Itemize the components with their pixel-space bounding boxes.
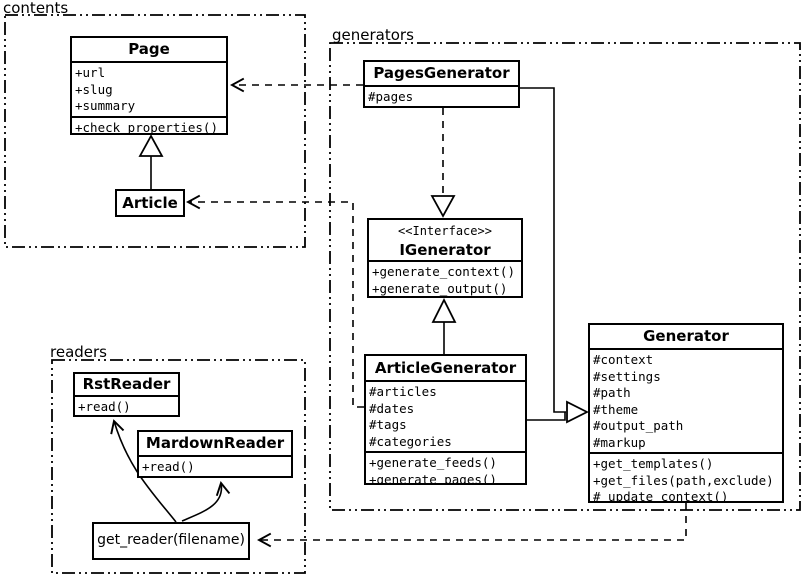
inheritance-triangle-generator [566,400,590,424]
methods-compartment-rstreader: +read() [75,395,178,415]
method: +generate_context() [372,264,515,279]
methods-compartment-mardownreader: +read() [139,455,291,476]
attribute: +url [75,65,106,80]
method: +get_files(path,exclude) [593,472,774,488]
class-box-page: Page +url +slug +summary +check_properti… [70,36,228,135]
generators-package-label: generators [332,26,414,44]
class-title-mardownreader: MardownReader [145,434,285,452]
edge-articlegenerator-to-article [185,194,364,408]
attribute: #categories [369,433,452,449]
class-title-rstreader: RstReader [82,375,171,393]
methods-compartment-generator: +get_templates() +get_files(path,exclude… [590,452,782,503]
attribute: #markup [593,434,646,450]
class-box-rstreader: RstReader +read() [73,372,180,417]
class-title-page: Page [128,40,170,58]
method: +read() [78,399,131,414]
contents-package-border [4,14,306,248]
attributes-compartment-articlegenerator: #articles #dates #tags #categories [366,380,525,451]
methods-compartment-page: +check_properties() [72,115,226,135]
attribute: #context [593,352,654,367]
class-box-igenerator: <<Interface>> IGenerator +generate_conte… [367,218,523,298]
class-title-generator: Generator [643,327,729,345]
attribute: #articles [369,384,437,399]
function-box-getreader: get_reader(filename) [92,522,250,560]
readers-package-label: readers [50,343,107,361]
generators-package-border [329,42,801,511]
attribute: #pages [368,89,414,104]
class-box-mardownreader: MardownReader +read() [137,430,293,478]
attributes-compartment-page: +url +slug +summary [72,61,226,116]
attribute: #theme [593,401,639,417]
method: +generate_feeds() [369,455,497,470]
method: #_update_context() [593,489,729,503]
attribute: #settings [593,368,661,384]
attribute: #path [593,385,631,400]
class-box-generator: Generator #context #settings #path #them… [588,323,784,503]
realization-triangle-igenerator [430,195,456,218]
attribute: +summary [75,98,136,113]
class-box-article: Article [115,189,185,217]
edge-getreader-to-mardownreader [181,481,231,522]
edge-articlegenerator-to-generator [527,412,566,421]
class-title-pagesgenerator: PagesGenerator [373,64,510,82]
method: +generate_pages() [369,471,497,485]
methods-compartment-igenerator: +generate_context() +generate_output() [369,260,521,296]
attribute: #output_path [593,418,684,433]
edge-generator-to-getreader [256,503,687,548]
class-title-igenerator: IGenerator [399,241,491,259]
readers-package-border [51,359,306,574]
methods-compartment-articlegenerator: +generate_feeds() +generate_pages() [366,451,525,485]
stereotype-igenerator: <<Interface>> [398,224,492,238]
method: +read() [142,459,195,474]
class-box-articlegenerator: ArticleGenerator #articles #dates #tags … [364,354,527,485]
method: +check_properties() [75,119,218,135]
method: +get_templates() [593,456,714,471]
inheritance-triangle-page [138,134,164,157]
inheritance-triangle-igenerator [431,297,457,323]
attributes-compartment-generator: #context #settings #path #theme #output_… [590,348,782,452]
method: +generate_output() [372,280,508,296]
getreader-label: get_reader(filename) [97,532,245,548]
attributes-compartment-pagesgenerator: #pages [365,85,518,106]
attribute: +slug [75,81,113,97]
attribute: #dates [369,400,415,416]
class-title-articlegenerator: ArticleGenerator [374,359,517,377]
class-box-pagesgenerator: PagesGenerator #pages [363,60,520,108]
edge-pagesgenerator-to-generator [520,87,566,413]
class-title-article: Article [122,194,178,212]
attribute: #tags [369,417,407,432]
contents-package-label: contents [3,0,69,17]
